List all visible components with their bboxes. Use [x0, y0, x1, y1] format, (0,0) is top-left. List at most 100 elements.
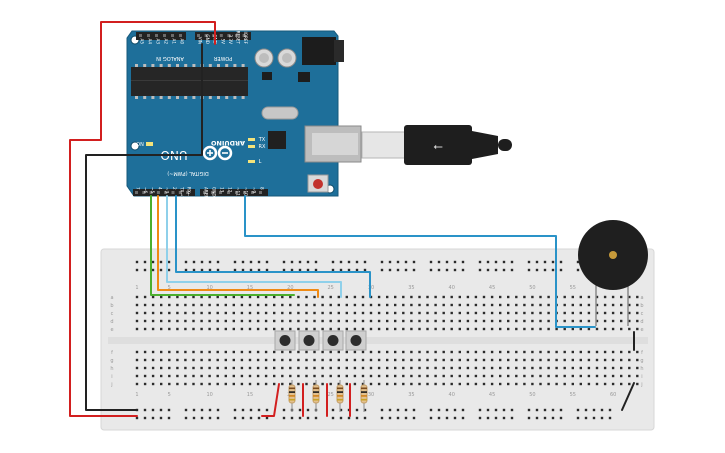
breadboard-hole[interactable]	[297, 382, 300, 386]
breadboard-hole[interactable]	[474, 311, 478, 315]
rail-hole[interactable]	[494, 416, 498, 420]
breadboard-hole[interactable]	[426, 382, 429, 386]
breadboard-hole[interactable]	[499, 327, 502, 331]
breadboard-hole[interactable]	[264, 311, 268, 315]
rail-hole[interactable]	[363, 416, 367, 420]
rail-hole[interactable]	[249, 268, 253, 272]
breadboard-hole[interactable]	[539, 350, 542, 354]
breadboard-hole[interactable]	[458, 311, 461, 315]
breadboard-hole[interactable]	[402, 327, 405, 331]
rail-hole[interactable]	[543, 268, 547, 272]
breadboard-hole[interactable]	[579, 295, 582, 299]
rail-hole[interactable]	[265, 416, 269, 420]
rail-hole[interactable]	[143, 416, 147, 420]
rail-hole[interactable]	[135, 260, 139, 264]
breadboard-hole[interactable]	[151, 327, 155, 331]
breadboard-hole[interactable]	[482, 327, 486, 331]
rail-hole[interactable]	[380, 408, 384, 412]
breadboard-hole[interactable]	[281, 319, 284, 323]
header-pin[interactable]	[156, 191, 160, 194]
breadboard-hole[interactable]	[184, 319, 187, 323]
breadboard-hole[interactable]	[539, 311, 542, 315]
breadboard-hole[interactable]	[603, 311, 607, 315]
breadboard-hole[interactable]	[176, 350, 179, 354]
breadboard-hole[interactable]	[595, 358, 599, 362]
rail-hole[interactable]	[502, 268, 506, 272]
breadboard-hole[interactable]	[160, 382, 163, 386]
breadboard-hole[interactable]	[515, 366, 518, 370]
breadboard-hole[interactable]	[273, 358, 276, 362]
breadboard-hole[interactable]	[563, 327, 566, 331]
wire-black-gnd[interactable]	[85, 43, 203, 411]
rail-hole[interactable]	[502, 408, 506, 412]
breadboard-hole[interactable]	[466, 358, 470, 362]
breadboard-hole[interactable]	[353, 303, 357, 307]
rail-hole[interactable]	[363, 408, 367, 412]
breadboard-hole[interactable]	[135, 358, 139, 362]
rail-hole[interactable]	[216, 416, 220, 420]
breadboard-hole[interactable]	[434, 303, 437, 307]
breadboard-hole[interactable]	[321, 319, 324, 323]
breadboard-hole[interactable]	[595, 350, 599, 354]
rail-hole[interactable]	[535, 416, 539, 420]
breadboard-hole[interactable]	[232, 382, 235, 386]
breadboard-hole[interactable]	[248, 303, 252, 307]
breadboard-hole[interactable]	[458, 303, 461, 307]
breadboard-hole[interactable]	[321, 366, 324, 370]
breadboard-hole[interactable]	[160, 374, 163, 378]
breadboard-hole[interactable]	[289, 374, 292, 378]
rail-hole[interactable]	[200, 268, 204, 272]
breadboard-hole[interactable]	[224, 311, 227, 315]
breadboard-hole[interactable]	[176, 382, 179, 386]
breadboard-hole[interactable]	[595, 319, 599, 323]
rail-hole[interactable]	[576, 408, 580, 412]
breadboard-hole[interactable]	[442, 350, 445, 354]
breadboard-hole[interactable]	[603, 374, 607, 378]
breadboard-hole[interactable]	[547, 358, 550, 362]
rail-hole[interactable]	[339, 408, 343, 412]
breadboard-hole[interactable]	[531, 303, 534, 307]
rail-hole[interactable]	[184, 268, 188, 272]
breadboard-hole[interactable]	[603, 350, 607, 354]
rail-hole[interactable]	[461, 260, 465, 264]
breadboard-hole[interactable]	[329, 382, 332, 386]
breadboard-hole[interactable]	[151, 374, 155, 378]
breadboard-hole[interactable]	[160, 327, 163, 331]
breadboard-hole[interactable]	[490, 366, 494, 370]
rail-hole[interactable]	[249, 260, 253, 264]
breadboard-hole[interactable]	[636, 327, 639, 331]
breadboard-hole[interactable]	[369, 350, 373, 354]
breadboard-hole[interactable]	[281, 350, 284, 354]
rail-hole[interactable]	[192, 416, 196, 420]
breadboard-hole[interactable]	[563, 350, 566, 354]
breadboard-hole[interactable]	[264, 295, 268, 299]
breadboard-hole[interactable]	[523, 295, 526, 299]
breadboard-hole[interactable]	[160, 319, 163, 323]
rail-hole[interactable]	[380, 416, 384, 420]
rail-hole[interactable]	[494, 268, 498, 272]
piezo-buzzer[interactable]	[578, 220, 648, 326]
breadboard-hole[interactable]	[402, 374, 405, 378]
breadboard-hole[interactable]	[369, 374, 373, 378]
breadboard-hole[interactable]	[563, 295, 566, 299]
breadboard-hole[interactable]	[442, 311, 445, 315]
breadboard-hole[interactable]	[256, 295, 260, 299]
breadboard-hole[interactable]	[434, 311, 437, 315]
breadboard-hole[interactable]	[490, 295, 494, 299]
breadboard-hole[interactable]	[595, 311, 599, 315]
rail-hole[interactable]	[559, 260, 563, 264]
breadboard-hole[interactable]	[184, 366, 187, 370]
rail-hole[interactable]	[159, 260, 163, 264]
breadboard-hole[interactable]	[418, 350, 421, 354]
breadboard-hole[interactable]	[523, 327, 526, 331]
breadboard-hole[interactable]	[208, 295, 211, 299]
rail-hole[interactable]	[510, 408, 514, 412]
breadboard-hole[interactable]	[539, 295, 542, 299]
rail-hole[interactable]	[437, 260, 441, 264]
breadboard-hole[interactable]	[313, 358, 316, 362]
breadboard-hole[interactable]	[466, 303, 470, 307]
breadboard-hole[interactable]	[264, 374, 268, 378]
breadboard-hole[interactable]	[353, 311, 357, 315]
breadboard-hole[interactable]	[563, 382, 566, 386]
breadboard-hole[interactable]	[507, 366, 510, 370]
